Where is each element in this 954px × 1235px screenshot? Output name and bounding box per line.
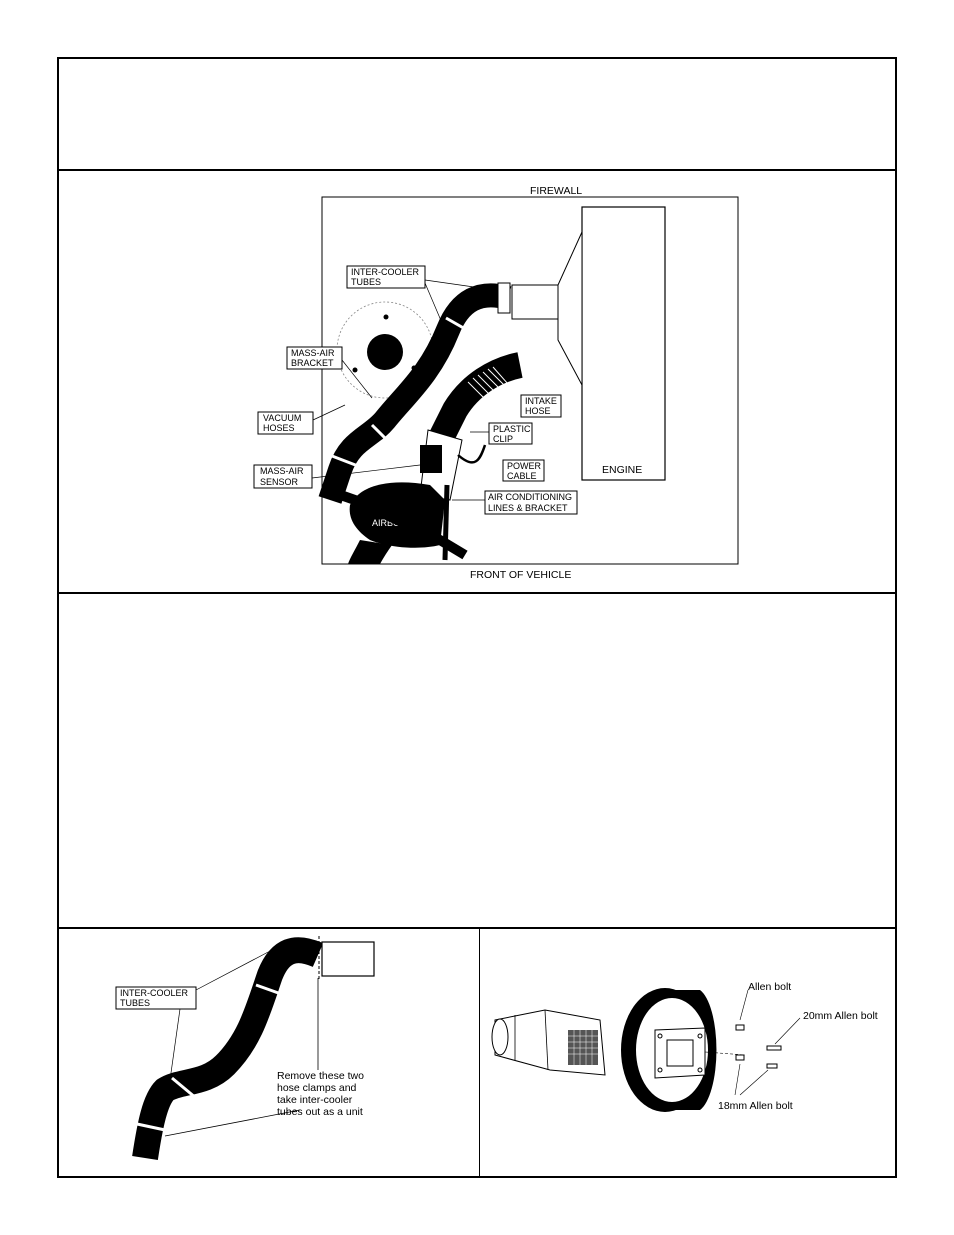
bolt-1 [383, 314, 389, 320]
shock-tower-hole [367, 334, 403, 370]
note-leader-2 [164, 1109, 301, 1137]
note-line2: hose clamps and [277, 1082, 357, 1094]
airbox-duct [348, 540, 392, 564]
tube-clamp-1 [445, 316, 475, 336]
callout-sensor-line1: MASS-AIR [260, 466, 304, 476]
note-line4: tubes out as a unit [277, 1106, 363, 1118]
intake-hose-ribs [467, 366, 509, 400]
callout-clip-line2: CLIP [493, 434, 513, 444]
tubes-callout-box [115, 986, 197, 1010]
tubes-leader-1 [195, 949, 273, 991]
callout-intercooler-line2: TUBES [351, 277, 381, 287]
allen-bolts [735, 1024, 782, 1069]
tubes-label-line1: INTER-COOLER [120, 988, 189, 998]
bottom-column-divider [479, 929, 480, 1176]
callout-ac-line1: AIR CONDITIONING [488, 492, 572, 502]
bolt-20mm-label: 20mm Allen bolt [803, 1010, 878, 1022]
tube-clamp-2 [370, 423, 394, 447]
engine-label: ENGINE [602, 464, 642, 476]
front-bracket [330, 487, 468, 560]
tube-coupler [497, 282, 511, 314]
callout-cable-line2: CABLE [507, 471, 537, 481]
callout-intake-line1: INTAKE [525, 396, 557, 406]
callout-intercooler: INTER-COOLER TUBES [346, 265, 496, 331]
callout-intake-line2: HOSE [525, 406, 551, 416]
engine-block [581, 206, 666, 481]
leader-allen [739, 989, 749, 1021]
turbo-housing [557, 231, 583, 386]
allen-bolt-label: Allen bolt [748, 981, 791, 993]
lower-divider [59, 927, 895, 929]
callout-vacuum-hoses: VACUUM HOSES [257, 404, 346, 435]
airbox-label: AIRBOX [372, 518, 406, 528]
callout-ac-lines: AIR CONDITIONING LINES & BRACKET [452, 490, 578, 515]
turbo-pipe [321, 941, 375, 977]
header-divider [59, 169, 895, 171]
callout-ac-line2: LINES & BRACKET [488, 503, 568, 513]
power-cable-wire [457, 444, 487, 464]
callout-vacuum-line1: VACUUM [263, 413, 301, 423]
callout-intercooler-line1: INTER-COOLER [351, 267, 420, 277]
callout-vacuum-line2: HOSES [263, 423, 295, 433]
callout-power-cable: POWER CABLE [502, 459, 545, 482]
note-line1: Remove these two [277, 1070, 364, 1082]
bolt-2 [352, 367, 358, 373]
mass-air-sensor [491, 1009, 606, 1076]
diagram-border [321, 196, 739, 565]
note-line3: take inter-cooler [277, 1094, 353, 1106]
bolt-18mm-label: 18mm Allen bolt [718, 1100, 793, 1112]
page-frame [57, 57, 897, 1178]
callout-mass-air-bracket: MASS-AIR BRACKET [286, 346, 373, 399]
leader-18mm-b [739, 1069, 769, 1096]
clamp-mid [171, 1076, 197, 1100]
tube-clamp-3 [331, 454, 359, 468]
clamp-upper [255, 983, 285, 997]
callout-bracket-line1: MASS-AIR [291, 348, 335, 358]
sensor-housing [621, 988, 717, 1112]
leader-20mm [774, 1017, 801, 1045]
intercooler-tube [318, 283, 512, 504]
callout-sensor-line2: SENSOR [260, 477, 299, 487]
bolt-centerline [704, 1051, 746, 1056]
leader-18mm-a [734, 1063, 741, 1096]
tubes-label-line2: TUBES [120, 998, 150, 1008]
mass-air-sensor-connector [420, 445, 442, 473]
callout-clip-line1: PLASTIC [493, 424, 531, 434]
callout-intake-hose: INTAKE HOSE [520, 394, 562, 418]
tubes-leader-2 [169, 1008, 181, 1081]
callout-bracket-line2: BRACKET [291, 358, 334, 368]
intake-hose [428, 352, 523, 446]
removal-note: Remove these two hose clamps and take in… [277, 1070, 364, 1118]
ac-bracket [442, 484, 450, 561]
section-divider [59, 592, 895, 594]
clamp-lower [136, 1122, 166, 1132]
callout-plastic-clip: PLASTIC CLIP [470, 422, 533, 445]
tubes-unit [132, 937, 324, 1160]
turbo-inlet [511, 284, 559, 320]
front-of-vehicle-label: FRONT OF VEHICLE [470, 569, 571, 581]
callout-cable-line1: POWER [507, 461, 542, 471]
firewall-label: FIREWALL [530, 185, 582, 197]
callout-mass-air-sensor: MASS-AIR SENSOR [253, 464, 421, 489]
